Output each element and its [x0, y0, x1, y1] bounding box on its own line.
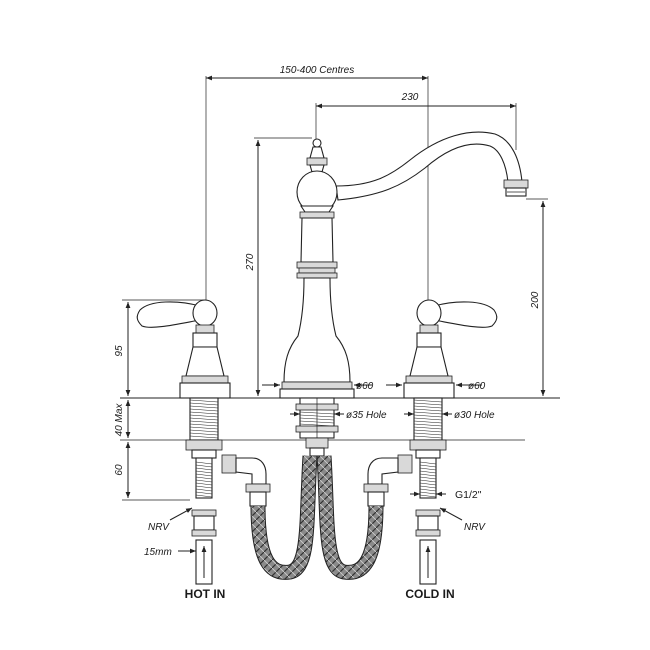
pipe-size-label: 15mm: [144, 547, 172, 558]
dim-base-dia-centre: ø60: [356, 381, 374, 392]
dim-centres: 150-400 Centres: [205, 65, 429, 300]
pipe-size-callout: 15mm: [144, 547, 196, 558]
cold-inlet-pipe: [419, 539, 437, 585]
dim-hole-centre: ø35 Hole: [346, 410, 387, 421]
dim-thread: G1/2": [455, 489, 482, 501]
right-elbow: [363, 454, 413, 507]
nrv-hot-callout: NRV: [148, 507, 193, 533]
right-braided-hose: [316, 455, 384, 580]
dim-centres-label: 150-400 Centres: [280, 65, 355, 76]
centre-column: [279, 138, 355, 399]
left-elbow: [221, 454, 271, 507]
dim-handle-height-label: 95: [114, 345, 125, 357]
hot-nrv: [191, 509, 217, 537]
dim-outlet-height-label: 200: [530, 291, 541, 309]
dim-spout-reach-label: 230: [401, 92, 419, 103]
hot-in-label: HOT IN: [185, 587, 226, 601]
spout: [335, 131, 529, 201]
nrv-cold-label: NRV: [464, 522, 486, 533]
dim-hole-side: ø30 Hole: [454, 410, 495, 421]
dim-outlet-height: 200: [526, 198, 548, 396]
hot-valve: [136, 299, 231, 499]
dim-deck-max-label: 40 Max: [114, 403, 125, 437]
thread-lines: [189, 399, 443, 498]
cold-in-label: COLD IN: [405, 587, 454, 601]
cold-nrv: [415, 509, 441, 537]
callout-hole-side: ø30 Hole: [404, 410, 495, 421]
dim-left-stack: 95 40 Max 60: [114, 299, 205, 501]
cold-valve: [403, 299, 498, 499]
dim-spout-height: 270: [245, 137, 312, 396]
dim-tail-length-label: 60: [114, 464, 125, 476]
callout-hole-centre: ø35 Hole: [290, 410, 387, 421]
left-braided-hose: [250, 455, 318, 580]
nrv-hot-label: NRV: [148, 522, 170, 533]
nrv-cold-callout: NRV: [439, 507, 486, 533]
callout-base-right: ø60: [386, 381, 486, 392]
dim-spout-height-label: 270: [245, 253, 256, 271]
hot-inlet-pipe: [195, 539, 213, 585]
centre-underdeck: [295, 397, 339, 457]
dim-base-dia-right: ø60: [468, 381, 486, 392]
callout-thread: G1/2": [410, 489, 482, 501]
dim-spout-reach: 230: [315, 92, 517, 150]
callout-base-centre: ø60: [262, 381, 374, 392]
